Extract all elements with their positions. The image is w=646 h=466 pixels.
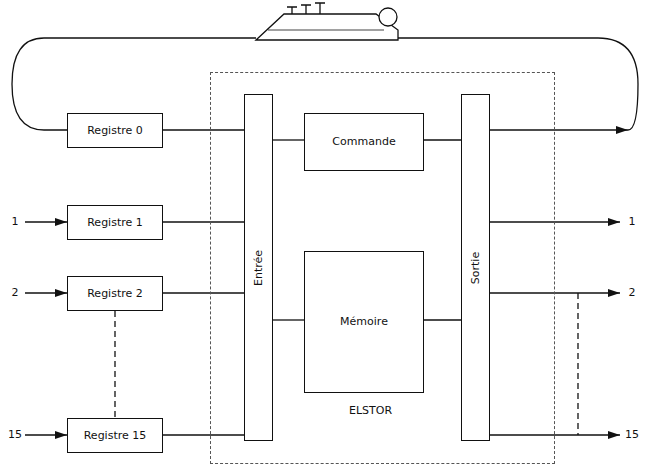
box-label: Mémoire [340, 315, 388, 328]
box-label: Registre 0 [87, 124, 143, 137]
box-label: Registre 15 [84, 429, 147, 442]
register-box: Registre 2 [67, 276, 163, 311]
input-number: 15 [7, 428, 23, 441]
input-bar: Entrée [244, 94, 273, 441]
register-box: Registre 0 [67, 113, 163, 148]
teleprinter [256, 3, 398, 40]
signal-line [273, 319, 304, 320]
elstor-region: ELSTOR Entrée CommandeMémoire Sortie [210, 72, 555, 464]
box-label: Registre 1 [87, 216, 143, 229]
input-number: 2 [11, 286, 20, 299]
signal-line [163, 221, 244, 222]
signal-line [163, 292, 244, 293]
box-label: Sortie [469, 251, 482, 283]
control-box: Commande [304, 113, 424, 171]
dashed-link [114, 311, 115, 418]
box-label: Registre 2 [87, 287, 143, 300]
output-bar: Sortie [461, 94, 490, 441]
box-label: Entrée [252, 249, 265, 285]
region-title: ELSTOR [349, 404, 392, 417]
input-arrows [25, 222, 67, 435]
box-label: Commande [332, 135, 395, 148]
register-box: Registre 15 [67, 418, 163, 453]
signal-line [163, 434, 244, 435]
signal-line [424, 319, 461, 320]
register-box: Registre 1 [67, 205, 163, 240]
loop-wire [398, 38, 638, 130]
memory-box: Mémoire [304, 251, 424, 393]
signal-line [163, 129, 244, 130]
signal-line [424, 139, 461, 140]
output-arrows [489, 130, 628, 435]
signal-line [273, 139, 304, 140]
output-number: 1 [628, 215, 637, 228]
input-number: 1 [11, 215, 20, 228]
output-number: 15 [624, 428, 640, 441]
output-number: 2 [628, 286, 637, 299]
